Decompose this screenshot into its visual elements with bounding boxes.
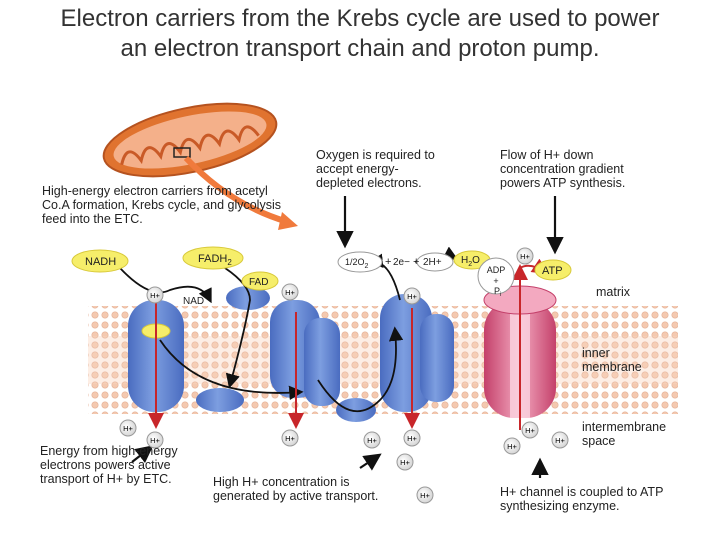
oxygen-bubble [337,251,383,273]
h-ion: H+ [403,287,421,305]
svg-text:H+: H+ [525,426,535,435]
h-ion: H+ [363,431,381,449]
cytochrome-c-protein [336,398,376,422]
plus-1: + [385,256,391,268]
h-ion: H+ [521,421,539,439]
two-h-bubble [416,252,454,272]
fad-carrier [241,271,279,291]
complex-ii-protein [196,388,244,412]
half-o2-label: 1/2O2 [345,257,369,270]
nadh-carrier [71,249,129,273]
svg-text:H+: H+ [507,442,517,451]
two-e-label: 2e− [393,257,410,268]
nadh-label: NADH [85,256,116,268]
h-ion: H+ [146,431,164,449]
oxygen-required-label: Oxygen is required to accept energy-depl… [316,148,435,190]
h-ion: H+ [119,419,137,437]
svg-text:H+: H+ [150,436,160,445]
h-channel-label: H+ channel is coupled to ATP synthesizin… [500,485,664,513]
flow-h-label: Flow of H+ down concentration gradient p… [500,148,626,190]
svg-text:H+: H+ [520,252,530,261]
svg-text:H+: H+ [407,292,417,301]
high-h-concentration-label: High H+ concentration is generated by ac… [213,475,379,503]
svg-text:H+: H+ [285,434,295,443]
proton-pump-arrows [148,258,549,430]
zoom-box [173,147,191,158]
h-ion: H+ [516,247,534,265]
energy-from-label: Energy from high-energy electrons powers… [40,444,178,486]
h-ion: H+ [416,486,434,504]
h-ions: H+ H+ H+ H+ H+ H+ H+ H+ H+ H+ H+ H+ H+ H… [119,247,569,504]
label-pointers [131,196,564,478]
adp-label: ADP [487,265,506,275]
h-ion: H+ [403,429,421,447]
h-ion: H+ [551,431,569,449]
h-ion: H+ [396,453,414,471]
svg-text:H+: H+ [123,424,133,433]
svg-text:H+: H+ [420,491,430,500]
svg-text:H+: H+ [150,291,160,300]
svg-text:H+: H+ [407,434,417,443]
inner-membrane-label: inner membrane [582,346,642,374]
title-line-1: Electron carriers from the Krebs cycle a… [60,5,660,32]
svg-text:H+: H+ [285,288,295,297]
plus-2: + [413,256,419,268]
adp-plus: + [493,276,498,286]
high-energy-carriers-label: High-energy electron carriers from acety… [42,184,281,226]
h-ion: H+ [281,429,299,447]
electron-path [119,246,459,413]
atp-bubble [534,259,572,281]
two-h-label: 2H+ [423,257,442,268]
fadh2-label: FADH2 [198,253,232,267]
svg-text:H+: H+ [367,436,377,445]
complex-iv-protein [380,294,454,412]
page-title: Electron carriers from the Krebs cycle a… [0,4,720,64]
svg-text:H+: H+ [400,458,410,467]
svg-text:H+: H+ [555,436,565,445]
h-ion: H+ [146,286,164,304]
intermembrane-space-label: intermembrane space [582,420,667,448]
h-ion: H+ [503,437,521,455]
nad-label: NAD [183,296,204,307]
zoom-arrow [183,155,289,225]
fad-carrier-protein [226,286,270,310]
molecule-labels: NADH FADH2 FAD NAD 1/2O2 + 2e− + 2H+ H2O… [85,253,563,307]
h-ion: H+ [281,283,299,301]
adp-bubble [477,257,515,295]
atp-label: ATP [542,265,563,277]
phosphate-label: Pi [494,286,501,298]
fad-label: FAD [249,277,268,288]
fadh2-carrier [182,246,244,270]
matrix-label: matrix [596,285,631,299]
mitochondrion-illustration [102,102,298,230]
water-label: H2O [461,255,480,268]
title-line-2: an electron transport chain and proton p… [120,35,600,62]
